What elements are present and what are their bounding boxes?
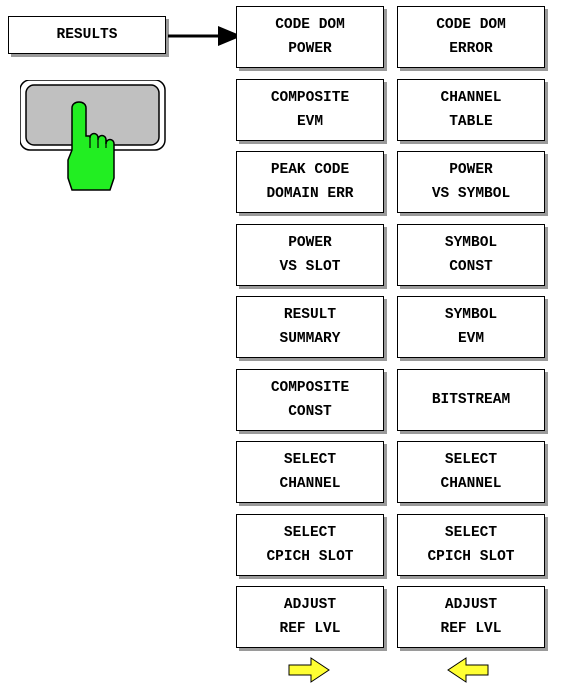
softkey-label: RESULT SUMMARY bbox=[279, 307, 341, 347]
softkey-label: ADJUST REF LVL bbox=[440, 597, 502, 637]
right-softkey[interactable]: SYMBOL CONST bbox=[397, 223, 545, 286]
left-softkey[interactable]: COMPOSITE EVM bbox=[236, 78, 384, 141]
right-arrow-icon bbox=[168, 26, 242, 46]
softkey-label: CODE DOM ERROR bbox=[436, 17, 506, 57]
left-softkey[interactable]: CODE DOM POWER bbox=[236, 6, 384, 68]
softkey-label: SELECT CPICH SLOT bbox=[427, 524, 515, 565]
right-softkey[interactable]: SELECT CPICH SLOT bbox=[397, 513, 545, 576]
softkey-label: SELECT CHANNEL bbox=[440, 452, 502, 492]
left-softkey[interactable]: PEAK CODE DOMAIN ERR bbox=[236, 151, 384, 213]
right-softkey[interactable]: SELECT CHANNEL bbox=[397, 441, 545, 503]
softkey-label: COMPOSITE EVM bbox=[270, 89, 350, 130]
results-label: RESULTS bbox=[56, 27, 118, 43]
softkey-label: POWER VS SLOT bbox=[279, 234, 341, 275]
left-softkey[interactable]: RESULT SUMMARY bbox=[236, 296, 384, 358]
left-softkey[interactable]: ADJUST REF LVL bbox=[236, 586, 384, 648]
softkey-label: SELECT CHANNEL bbox=[279, 452, 341, 492]
left-softkey[interactable]: POWER VS SLOT bbox=[236, 223, 384, 286]
right-softkey[interactable]: ADJUST REF LVL bbox=[397, 586, 545, 648]
right-softkey[interactable]: BITSTREAM bbox=[397, 368, 545, 431]
pointing-hand-icon bbox=[67, 101, 115, 191]
softkey-label: CHANNEL TABLE bbox=[440, 89, 502, 130]
left-softkey[interactable]: SELECT CHANNEL bbox=[236, 441, 384, 503]
left-arrow-icon[interactable] bbox=[446, 656, 490, 684]
softkey-label: CODE DOM POWER bbox=[275, 17, 345, 57]
softkey-label: POWER VS SYMBOL bbox=[431, 162, 511, 202]
softkey-label: PEAK CODE DOMAIN ERR bbox=[266, 162, 354, 202]
softkey-label: SELECT CPICH SLOT bbox=[266, 524, 354, 565]
softkey-label: BITSTREAM bbox=[431, 391, 511, 408]
left-softkey[interactable]: SELECT CPICH SLOT bbox=[236, 513, 384, 576]
softkey-label: COMPOSITE CONST bbox=[270, 379, 350, 420]
softkey-label: ADJUST REF LVL bbox=[279, 597, 341, 637]
softkey-label: SYMBOL EVM bbox=[444, 307, 498, 347]
right-arrow-icon[interactable] bbox=[287, 656, 331, 684]
results-hardkey-label[interactable]: RESULTS bbox=[8, 16, 166, 54]
hardkey-press-illustration[interactable] bbox=[20, 80, 170, 200]
right-softkey[interactable]: CODE DOM ERROR bbox=[397, 6, 545, 68]
softkey-label: SYMBOL CONST bbox=[444, 234, 498, 275]
right-softkey[interactable]: SYMBOL EVM bbox=[397, 296, 545, 358]
right-softkey[interactable]: CHANNEL TABLE bbox=[397, 78, 545, 141]
left-softkey[interactable]: COMPOSITE CONST bbox=[236, 368, 384, 431]
right-softkey[interactable]: POWER VS SYMBOL bbox=[397, 151, 545, 213]
